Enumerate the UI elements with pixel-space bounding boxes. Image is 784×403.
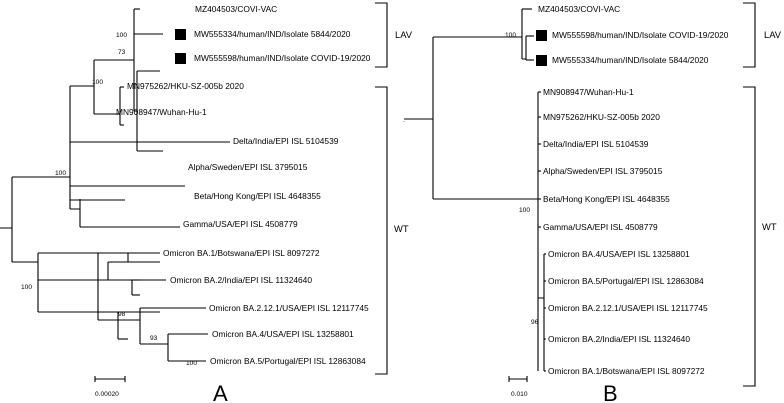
clade-label-b-wt: WT bbox=[762, 221, 777, 232]
leaf-a-2: MW555334/human/IND/Isolate 5844/2020 bbox=[194, 29, 351, 39]
leaf-b-8: Beta/Hong Kong/EPI ISL 4648355 bbox=[543, 194, 670, 204]
lav-marker-b-2 bbox=[536, 55, 547, 66]
bootstrap-a-5: 100 bbox=[21, 284, 32, 291]
scale-bar-b bbox=[508, 376, 528, 382]
leaf-a-9: Gamma/USA/EPI ISL 4508779 bbox=[183, 219, 298, 229]
lav-marker-a-1 bbox=[175, 29, 186, 40]
leaf-a-8: Beta/Hong Kong/EPI ISL 4648355 bbox=[194, 191, 321, 201]
leaf-b-9: Gamma/USA/EPI ISL 4508779 bbox=[543, 222, 658, 232]
bootstrap-b-1: 100 bbox=[505, 32, 516, 39]
scale-bar-a bbox=[94, 376, 126, 382]
lav-marker-a-2 bbox=[175, 53, 186, 64]
leaf-a-6: Delta/India/EPI ISL 5104539 bbox=[233, 136, 339, 146]
panel-label-b: B bbox=[603, 381, 618, 403]
tree-a-branches bbox=[0, 8, 230, 340]
leaf-a-14: Omicron BA.5/Portugal/EPI ISL 12863084 bbox=[210, 356, 366, 366]
bootstrap-a-8: 100 bbox=[186, 360, 197, 367]
leaf-b-12: Omicron BA.2.12.1/USA/EPI ISL 12117745 bbox=[548, 303, 708, 313]
lav-marker-b-1 bbox=[536, 30, 547, 41]
bootstrap-a-4: 100 bbox=[55, 170, 66, 177]
bootstrap-a-7: 93 bbox=[150, 335, 158, 342]
leaf-a-7: Alpha/Sweden/EPI ISL 3795015 bbox=[188, 162, 308, 172]
root-tick-mark: . bbox=[403, 117, 405, 124]
leaf-b-14: Omicron BA.1/Botswana/EPI ISL 8097272 bbox=[548, 366, 705, 376]
tree-a-omicron-tips bbox=[38, 252, 208, 362]
leaf-b-2: MW555598/human/IND/Isolate COVID-19/2020 bbox=[552, 30, 729, 40]
bootstrap-b-2: 100 bbox=[519, 207, 530, 214]
leaf-a-3: MW555598/human/IND/Isolate COVID-19/2020 bbox=[194, 53, 371, 63]
clade-bracket-b-wt bbox=[743, 86, 756, 387]
leaf-a-13: Omicron BA.4/USA/EPI ISL 13258801 bbox=[212, 329, 354, 339]
clade-label-a-lav: LAV bbox=[395, 29, 413, 40]
clade-bracket-a-wt bbox=[375, 86, 388, 375]
panel-label-a: A bbox=[213, 381, 228, 403]
bootstrap-a-3: 100 bbox=[92, 79, 103, 86]
clade-bracket-a-lav bbox=[375, 2, 388, 68]
leaf-b-3: MW555334/human/IND/Isolate 5844/2020 bbox=[552, 55, 709, 65]
clade-label-a-wt: WT bbox=[394, 223, 409, 234]
leaf-b-7: Alpha/Sweden/EPI ISL 3795015 bbox=[543, 166, 663, 176]
tree-b-branches bbox=[404, 8, 546, 372]
leaf-a-1: MZ404503/COVI-VAC bbox=[195, 4, 277, 14]
leaf-a-10: Omicron BA.1/Botswana/EPI ISL 8097272 bbox=[163, 248, 320, 258]
bootstrap-a-1: 100 bbox=[116, 32, 127, 39]
leaf-b-13: Omicron BA.2/India/EPI ISL 11324640 bbox=[548, 334, 690, 344]
leaf-a-4: MN975262/HKU-SZ-005b 2020 bbox=[127, 81, 244, 91]
tree-b: 100 100 96 . MZ404503/COVI-VAC MW555598/… bbox=[403, 2, 782, 403]
clade-label-b-lav: LAV bbox=[764, 29, 782, 40]
leaf-a-12: Omicron BA.2.12.1/USA/EPI ISL 12117745 bbox=[209, 303, 369, 313]
scale-bar-a-label: 0.00020 bbox=[95, 391, 119, 398]
leaf-b-6: Delta/India/EPI ISL 5104539 bbox=[543, 139, 649, 149]
leaf-b-11: Omicron BA.5/Portugal/EPI ISL 12863084 bbox=[548, 276, 704, 286]
leaf-b-1: MZ404503/COVI-VAC bbox=[538, 4, 620, 14]
tree-a: 100 73 100 100 100 98 93 100 MZ404503/CO… bbox=[0, 2, 413, 403]
clade-bracket-b-lav bbox=[743, 2, 756, 68]
leaf-a-5: MN908947/Wuhan-Hu-1 bbox=[116, 107, 207, 117]
leaf-b-4: MN908947/Wuhan-Hu-1 bbox=[543, 87, 634, 97]
bootstrap-a-6: 98 bbox=[118, 311, 126, 318]
scale-bar-b-label: 0.010 bbox=[511, 391, 528, 398]
leaf-b-10: Omicron BA.4/USA/EPI ISL 13258801 bbox=[548, 249, 690, 259]
bootstrap-a-2: 73 bbox=[118, 49, 126, 56]
leaf-b-5: MN975262/HKU-SZ-005b 2020 bbox=[543, 112, 660, 122]
leaf-a-11: Omicron BA.2/India/EPI ISL 11324640 bbox=[170, 275, 312, 285]
bootstrap-b-3: 96 bbox=[531, 319, 539, 326]
